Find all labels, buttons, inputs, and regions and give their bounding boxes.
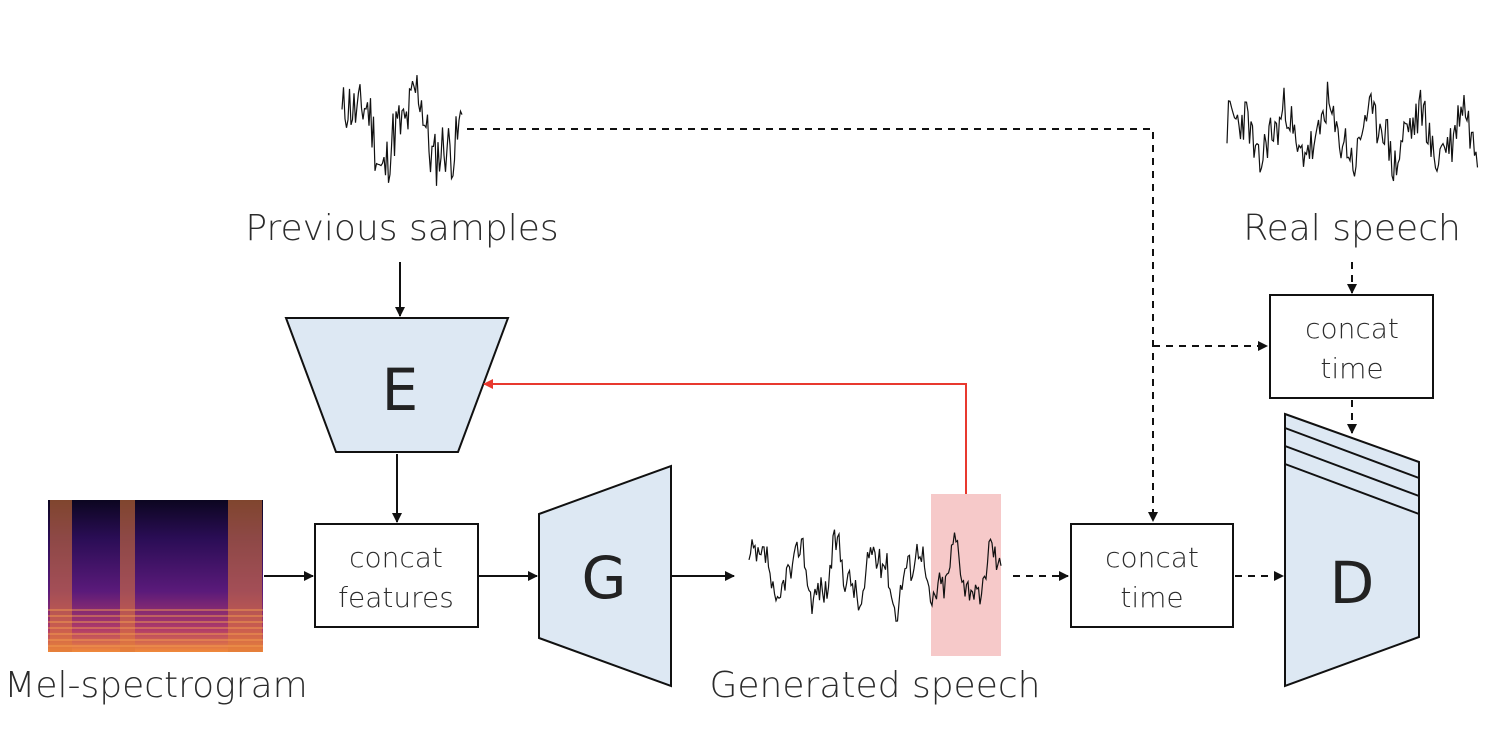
encoder-letter: E — [382, 356, 419, 424]
generator-block — [538, 464, 672, 688]
previous-samples-waveform — [341, 75, 463, 186]
encoder-block — [284, 317, 510, 453]
mel-spectrogram-label: Mel-spectrogram — [4, 665, 307, 706]
dashed-previous-to-concat-time — [467, 128, 1158, 522]
concat-time-bottom-box — [1070, 523, 1234, 628]
generated-speech-label: Generated speech — [710, 665, 1041, 706]
generator-letter: G — [582, 544, 627, 612]
feedback-arrow — [483, 379, 967, 494]
generated-speech-highlight — [931, 494, 1001, 656]
concat-time-top-line2: time — [1320, 352, 1383, 385]
concat-time-top-line1: concat — [1305, 312, 1399, 345]
discriminator-letter: D — [1330, 549, 1375, 617]
generated-speech-waveform — [748, 529, 1002, 622]
concat-time-top-box — [1269, 294, 1434, 399]
previous-samples-label: Previous samples — [245, 208, 558, 249]
concat-time-bottom-line2: time — [1120, 581, 1183, 614]
concat-features-line1: concat — [349, 541, 443, 574]
concat-time-bottom-line1: concat — [1105, 541, 1199, 574]
real-speech-waveform — [1226, 81, 1479, 182]
concat-features-box — [314, 523, 479, 628]
discriminator-block — [1284, 412, 1420, 688]
mel-spectrogram-image — [48, 500, 263, 652]
real-speech-label: Real speech — [1243, 208, 1461, 249]
concat-features-line2: features — [338, 581, 454, 614]
